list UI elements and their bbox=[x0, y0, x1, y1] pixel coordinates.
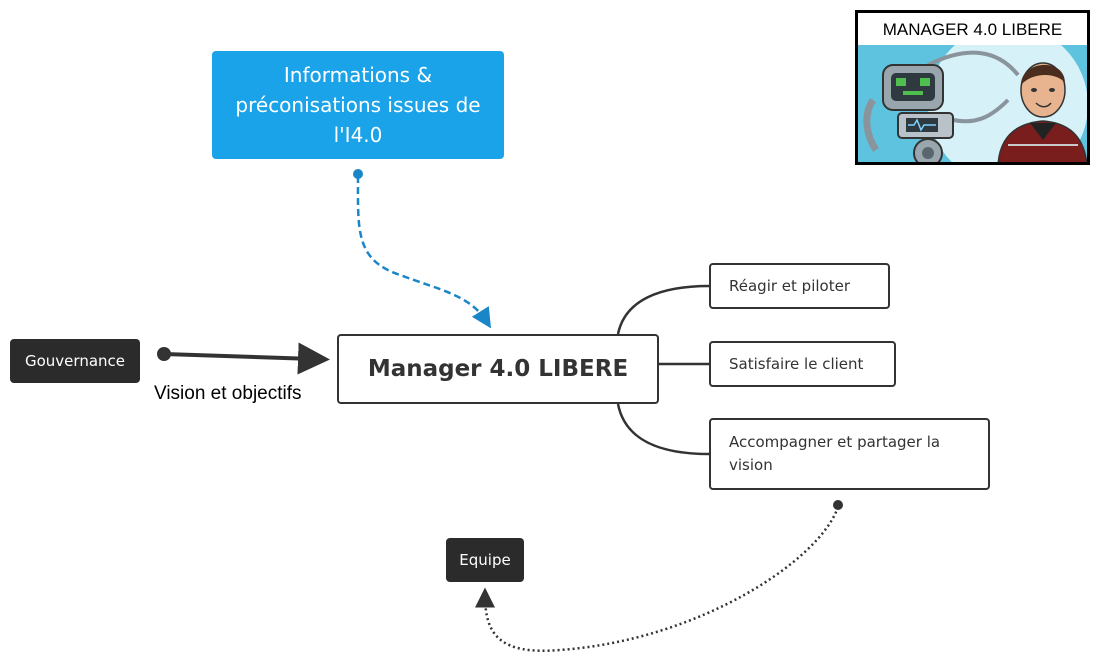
gouvernance-node[interactable]: Gouvernance bbox=[10, 339, 140, 383]
topic-satisfaire-node[interactable]: Satisfaire le client bbox=[709, 341, 896, 387]
topic-accompagner-label: Accompagner et partager la vision bbox=[729, 433, 941, 474]
central-topic-node[interactable]: Manager 4.0 LIBERE bbox=[337, 334, 659, 404]
topic-satisfaire-label: Satisfaire le client bbox=[729, 355, 864, 373]
topic-accompagner-node[interactable]: Accompagner et partager la vision bbox=[709, 418, 990, 490]
gov-to-center-link bbox=[163, 342, 330, 375]
equipe-label: Equipe bbox=[459, 551, 511, 569]
central-topic-label: Manager 4.0 LIBERE bbox=[367, 356, 629, 382]
gouvernance-label: Gouvernance bbox=[25, 352, 125, 370]
vision-edge-label: Vision et objectifs bbox=[154, 383, 302, 404]
badge-title: MANAGER 4.0 LIBERE bbox=[882, 20, 1063, 39]
branch-to-topic-3 bbox=[616, 403, 710, 456]
robot-and-manager-illustration bbox=[858, 45, 1087, 162]
manager-badge: MANAGER 4.0 LIBERE bbox=[855, 10, 1090, 165]
branch-to-topic-1 bbox=[616, 284, 710, 335]
topic-reagir-label: Réagir et piloter bbox=[729, 277, 850, 295]
manager-person-icon bbox=[997, 62, 1087, 162]
equipe-link-start-dot bbox=[833, 500, 843, 510]
equipe-node[interactable]: Equipe bbox=[446, 538, 524, 582]
info-line-3: l'I4.0 bbox=[333, 123, 383, 147]
topic-to-equipe-link bbox=[475, 506, 840, 652]
info-line-2: préconisations issues de bbox=[235, 93, 481, 117]
info-to-center-link bbox=[356, 175, 492, 329]
info-link-start-dot bbox=[353, 169, 363, 179]
info-line-1: Informations & bbox=[283, 63, 433, 87]
robot-icon bbox=[863, 64, 954, 162]
info-preconisations-node[interactable]: Informations & préconisations issues de … bbox=[212, 51, 504, 159]
topic-reagir-node[interactable]: Réagir et piloter bbox=[709, 263, 890, 309]
